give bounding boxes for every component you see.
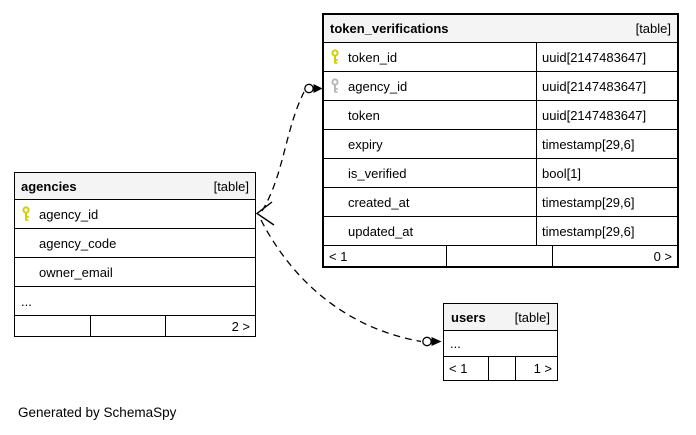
footer-children-count: 2 >: [165, 316, 255, 336]
table-users[interactable]: users [table] ... < 1 1 >: [443, 303, 558, 381]
footer-center: [90, 316, 165, 336]
column-type: uuid[2147483647]: [536, 43, 677, 71]
footer-children-count: 1 >: [515, 357, 557, 380]
footer-children-count: 0 >: [552, 246, 677, 266]
column-row-agency-id: agency_id uuid[2147483647]: [324, 71, 677, 100]
column-row-created-at: created_at timestamp[29,6]: [324, 187, 677, 216]
column-row-is-verified: is_verified bool[1]: [324, 158, 677, 187]
table-token-verifications[interactable]: token_verifications [table] token_id uui…: [322, 13, 679, 268]
footer-parents-count: < 1: [449, 361, 468, 376]
table-title: users: [451, 309, 486, 325]
column-type: timestamp[29,6]: [536, 188, 677, 216]
table-type-badge: [table]: [514, 309, 550, 325]
table-type-badge: [table]: [635, 21, 671, 36]
column-name: token_id: [348, 49, 398, 65]
column-name: token: [348, 107, 380, 123]
circle-marker-icon: [422, 336, 432, 347]
table-agencies[interactable]: agencies [table] agency_id agency_code o…: [14, 172, 256, 337]
column-type: timestamp[29,6]: [536, 130, 677, 158]
hidden-columns-ellipsis: ...: [21, 293, 32, 309]
column-row-ellipsis: ...: [444, 330, 557, 356]
table-header[interactable]: agencies [table]: [15, 173, 255, 199]
primary-key-icon: [21, 206, 39, 222]
table-header[interactable]: token_verifications [table]: [324, 15, 677, 42]
column-name: is_verified: [348, 165, 407, 181]
table-footer: 2 >: [15, 315, 255, 336]
relationship-line-agencies-token-verifications: [261, 91, 305, 212]
column-row-updated-at: updated_at timestamp[29,6]: [324, 216, 677, 245]
primary-key-icon: [330, 49, 348, 65]
column-row-token: token uuid[2147483647]: [324, 100, 677, 129]
foreign-key-icon: [330, 78, 348, 94]
footer-center: [446, 246, 552, 266]
footer-parents-count: [15, 316, 90, 336]
footer-parents-count: < 1: [329, 248, 348, 264]
footer-center: [488, 357, 515, 380]
column-name: created_at: [348, 194, 410, 210]
column-name: agency_id: [348, 78, 408, 94]
column-type: uuid[2147483647]: [536, 72, 677, 100]
column-row-token-id: token_id uuid[2147483647]: [324, 42, 677, 71]
arrowhead-icon: [431, 337, 442, 346]
column-name: agency_code: [39, 235, 117, 251]
column-row-agency-code: agency_code: [15, 228, 255, 257]
circle-marker-icon: [304, 83, 314, 94]
column-type: bool[1]: [536, 159, 677, 187]
column-type: timestamp[29,6]: [536, 217, 677, 245]
table-footer: < 1 0 >: [324, 245, 677, 266]
column-name: updated_at: [348, 223, 414, 239]
column-name: agency_id: [39, 206, 99, 222]
table-footer: < 1 1 >: [444, 356, 557, 380]
column-row-ellipsis: ...: [15, 286, 255, 315]
table-type-badge: [table]: [213, 178, 249, 194]
column-type: uuid[2147483647]: [536, 101, 677, 129]
column-name: owner_email: [39, 264, 113, 280]
column-row-owner-email: owner_email: [15, 257, 255, 286]
column-name: expiry: [348, 136, 383, 152]
crow-foot-icon: [255, 201, 275, 226]
column-row-agency-id: agency_id: [15, 199, 255, 228]
table-header[interactable]: users [table]: [444, 304, 557, 330]
generator-credit: Generated by SchemaSpy: [18, 405, 177, 420]
hidden-columns-ellipsis: ...: [450, 336, 461, 351]
column-row-expiry: expiry timestamp[29,6]: [324, 129, 677, 158]
table-title: token_verifications: [330, 21, 449, 36]
table-title: agencies: [21, 178, 77, 194]
